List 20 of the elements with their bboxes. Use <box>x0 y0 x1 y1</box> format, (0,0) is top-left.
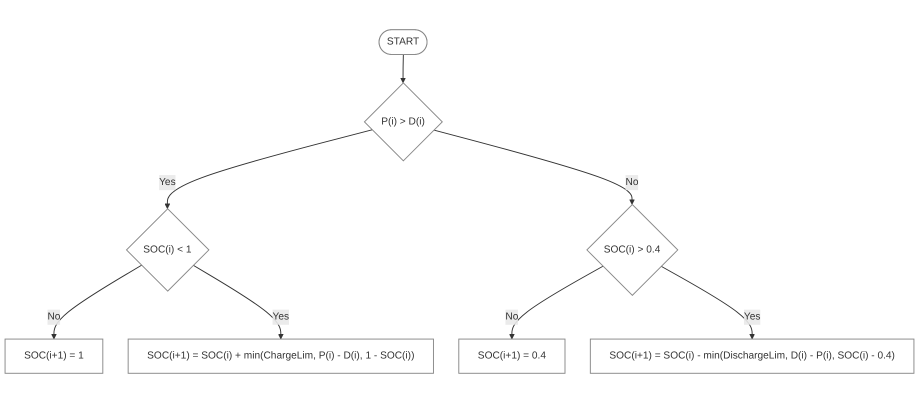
edge-label: Yes <box>272 312 290 322</box>
node-diamond: SOC(i) > 0.4 <box>586 204 678 296</box>
edge-label: Yes <box>744 312 760 322</box>
arrow <box>509 266 604 340</box>
arrow <box>192 264 284 340</box>
edge-label: No <box>505 312 518 322</box>
node-box: SOC(i+1) = SOC(i) + min(ChargeLim, P(i) - D(i), 1 - SOC(i)) <box>128 338 434 374</box>
arrow <box>164 129 373 209</box>
node-diamond: SOC(i) < 1 <box>126 208 210 292</box>
node-box: SOC(i+1) = 0.4 <box>458 338 566 374</box>
arrow <box>51 264 142 340</box>
arrow <box>660 266 755 340</box>
node-diamond: P(i) > D(i) <box>364 82 443 162</box>
node-box: SOC(i+1) = SOC(i) - min(DischargeLim, D(i) - P(i), SOC(i) - 0.4) <box>590 338 914 374</box>
edge-label: No <box>626 176 638 188</box>
node-box: SOC(i+1) = 1 <box>4 338 104 374</box>
edge-label: No <box>47 312 60 322</box>
edge-label: Yes <box>159 176 176 188</box>
arrow <box>433 130 635 205</box>
arrow <box>400 54 406 84</box>
